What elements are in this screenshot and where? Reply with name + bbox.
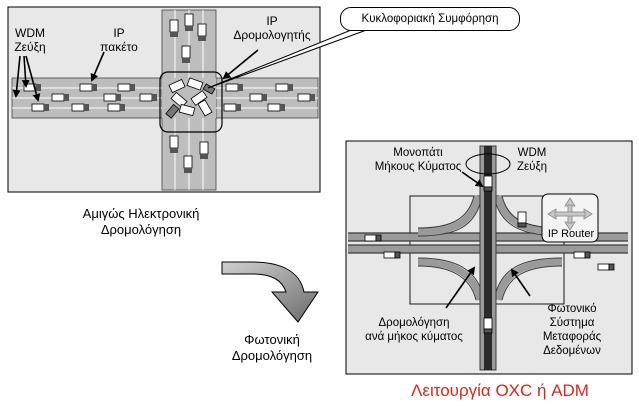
wavelength-routing-line-2: ανά μήκος κύματος [365, 331, 463, 343]
photonic-routing-label: Φωτονική Δρομολόγηση [212, 332, 332, 364]
photonic-routing-line-2: Δρομολόγηση [231, 348, 313, 363]
left-wdm-fiber-line-2: Ζεύξη [14, 40, 46, 54]
wavelength-path-label: Μονοπάτι Μήκους Κύματος [368, 146, 468, 174]
photonic-transport-line-2: Σύστημα [549, 317, 595, 329]
right-vertical-fiber-core [484, 146, 492, 370]
left-caption-line-2: Δρομολόγηση [100, 222, 182, 237]
left-router-box [159, 71, 223, 133]
photonic-transport-line-3: Μεταφοράς [542, 331, 602, 343]
congestion-callout: Κυκλοφοριακή Συμφόρηση [340, 7, 520, 31]
wavelength-path-line-2: Μήκους Κύματος [374, 161, 462, 173]
photonic-transport-label: Φωτονικό Σύστημα Μεταφοράς Δεδομένων [534, 302, 610, 358]
left-caption: Αμιγώς Ηλεκτρονική Δρομολόγηση [48, 206, 234, 238]
left-wdm-fiber-line-1: WDM [15, 26, 45, 40]
router-icon [547, 197, 593, 231]
left-packets-horizontal [23, 83, 315, 112]
left-packets-vertical [169, 13, 209, 173]
left-caption-line-1: Αμιγώς Ηλεκτρονική [82, 206, 200, 221]
wavelength-routing-label: Δρομολόγηση ανά μήκος κύματος [356, 316, 472, 344]
right-pointer-arrows [445, 171, 531, 309]
left-ip-router-label: IP Δρομολογητής [222, 14, 322, 42]
left-wdm-fiber-label: WDM Ζεύξη [10, 26, 50, 54]
wavelength-path-line-1: Μονοπάτι [393, 147, 443, 159]
left-congestion-jumble [165, 77, 216, 119]
photonic-transport-line-1: Φωτονικό [547, 303, 597, 315]
right-ip-router-label: IP Router [547, 228, 595, 240]
photonic-routing-arrow [221, 261, 319, 323]
right-wdm-fiber-line-1: WDM [517, 147, 547, 159]
right-scene-title: Λειτουργία OXC ή ADM [411, 381, 589, 400]
photonic-routing-line-1: Φωτονική [244, 332, 300, 347]
right-wdm-ellipse [465, 153, 511, 175]
ip-packet-line-2: πακέτο [100, 40, 138, 54]
left-pointer-arrows [12, 49, 259, 102]
right-wdm-fiber-line-2: Ζεύξη [517, 161, 547, 173]
right-wdm-fiber-label: WDM Ζεύξη [512, 146, 552, 174]
wavelength-routing-line-1: Δρομολόγηση [378, 317, 450, 329]
ip-packet-line-1: IP [113, 26, 125, 40]
right-packets [364, 175, 615, 334]
left-ip-router-line-1: IP [266, 14, 278, 28]
left-ip-router-line-2: Δρομολογητής [233, 28, 311, 42]
left-scene [7, 6, 373, 193]
photonic-transport-line-4: Δεδομένων [543, 345, 601, 357]
ip-packet-label: IP πακέτο [94, 26, 144, 54]
right-scene [345, 140, 633, 375]
